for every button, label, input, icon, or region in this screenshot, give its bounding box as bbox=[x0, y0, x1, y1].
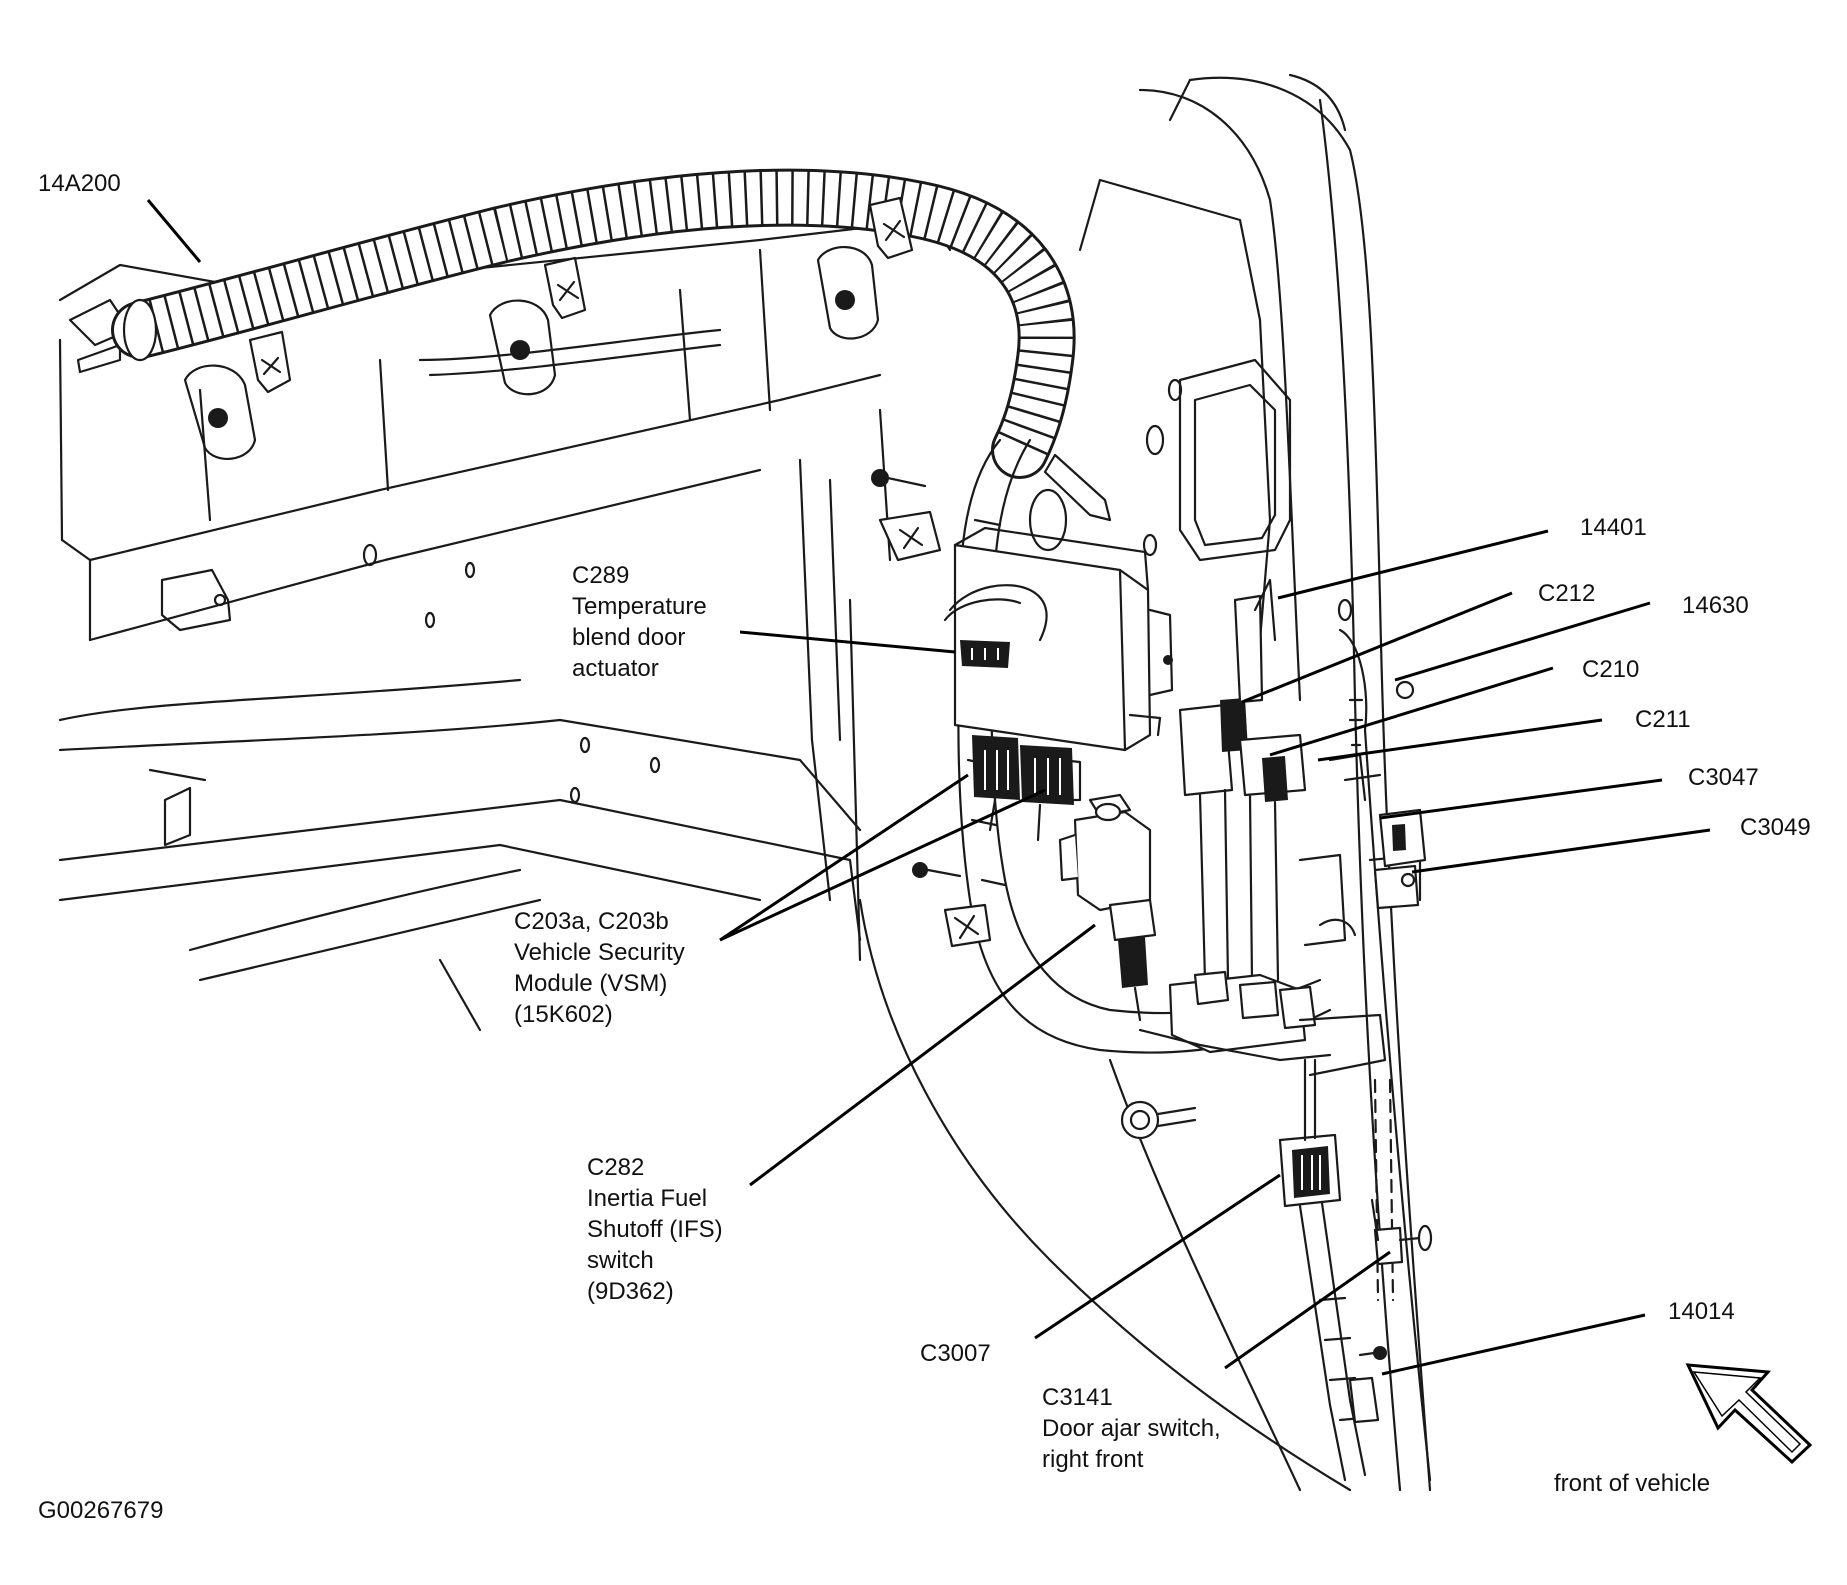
label-line: (9D362) bbox=[587, 1278, 674, 1305]
label-c210: C210 bbox=[1582, 654, 1639, 685]
label-line: Door ajar switch, bbox=[1042, 1415, 1221, 1442]
leader-lines bbox=[146, 199, 1711, 1376]
label-c212: C212 bbox=[1538, 578, 1595, 609]
label-line: right front bbox=[1042, 1446, 1144, 1473]
ifs-switch bbox=[1058, 793, 1157, 1022]
label-c3141: C3141 Door ajar switch, right front bbox=[1042, 1382, 1221, 1475]
label-line: 14014 bbox=[1668, 1298, 1735, 1325]
label-line: Inertia Fuel bbox=[587, 1185, 708, 1212]
label-line: Temperature bbox=[572, 593, 707, 620]
label-line: switch bbox=[587, 1247, 654, 1274]
label-line: C210 bbox=[1582, 656, 1640, 683]
label-c289: C289 Temperature blend door actuator bbox=[572, 560, 707, 684]
harness-14a200 bbox=[111, 168, 1076, 479]
label-c3007: C3007 bbox=[920, 1338, 991, 1369]
label-c3049: C3049 bbox=[1740, 812, 1811, 843]
front-direction-arrow-icon bbox=[1685, 1363, 1813, 1465]
label-line: Module (VSM) bbox=[514, 970, 668, 997]
label-line: 14401 bbox=[1580, 514, 1647, 541]
label-14401: 14401 bbox=[1580, 512, 1647, 543]
instrument-panel bbox=[58, 218, 952, 1032]
label-line: C211 bbox=[1635, 706, 1691, 733]
label-line: Shutoff (IFS) bbox=[587, 1216, 723, 1243]
label-line: G00267679 bbox=[38, 1497, 164, 1524]
junction-block bbox=[1138, 578, 1422, 1077]
label-line: blend door bbox=[572, 624, 686, 651]
label-c282: C282 Inertia Fuel Shutoff (IFS) switch (… bbox=[587, 1152, 723, 1307]
label-line: 14A200 bbox=[38, 170, 121, 197]
label-line: actuator bbox=[572, 655, 659, 682]
label-line: C289 bbox=[572, 562, 630, 589]
label-c203: C203a, C203b Vehicle Security Module (VS… bbox=[514, 906, 685, 1030]
vehicle-security-module bbox=[953, 526, 1174, 842]
label-line: C3049 bbox=[1740, 814, 1811, 841]
ground-bolt bbox=[1120, 1100, 1197, 1140]
mounting-bosses bbox=[183, 246, 1068, 878]
label-line: C3047 bbox=[1688, 764, 1759, 791]
c3007-connector bbox=[1278, 1058, 1395, 1482]
label-c3047: C3047 bbox=[1688, 762, 1759, 793]
label-line: Vehicle Security bbox=[514, 939, 685, 966]
label-c211: C211 bbox=[1635, 704, 1691, 735]
label-14a200: 14A200 bbox=[38, 168, 121, 199]
label-14014: 14014 bbox=[1668, 1296, 1735, 1327]
label-line: 14630 bbox=[1682, 592, 1749, 619]
label-line: C203a, C203b bbox=[514, 908, 669, 935]
label-line: front of vehicle bbox=[1554, 1470, 1711, 1497]
label-14630: 14630 bbox=[1682, 590, 1749, 621]
vehicle-body-outline bbox=[858, 73, 1432, 1492]
front-of-vehicle-label: front of vehicle bbox=[1554, 1468, 1710, 1499]
body-side-connectors bbox=[1373, 680, 1427, 910]
door-ajar-switch bbox=[1370, 1198, 1433, 1266]
harness-14014-end bbox=[1348, 1346, 1387, 1424]
label-line: C282 bbox=[587, 1154, 645, 1181]
label-line: (15K602) bbox=[514, 1001, 613, 1028]
label-line: C3141 bbox=[1042, 1384, 1113, 1411]
figure-id: G00267679 bbox=[38, 1495, 163, 1526]
label-line: C212 bbox=[1538, 580, 1596, 607]
c289-connector bbox=[943, 584, 1048, 668]
label-line: C3007 bbox=[920, 1340, 991, 1367]
